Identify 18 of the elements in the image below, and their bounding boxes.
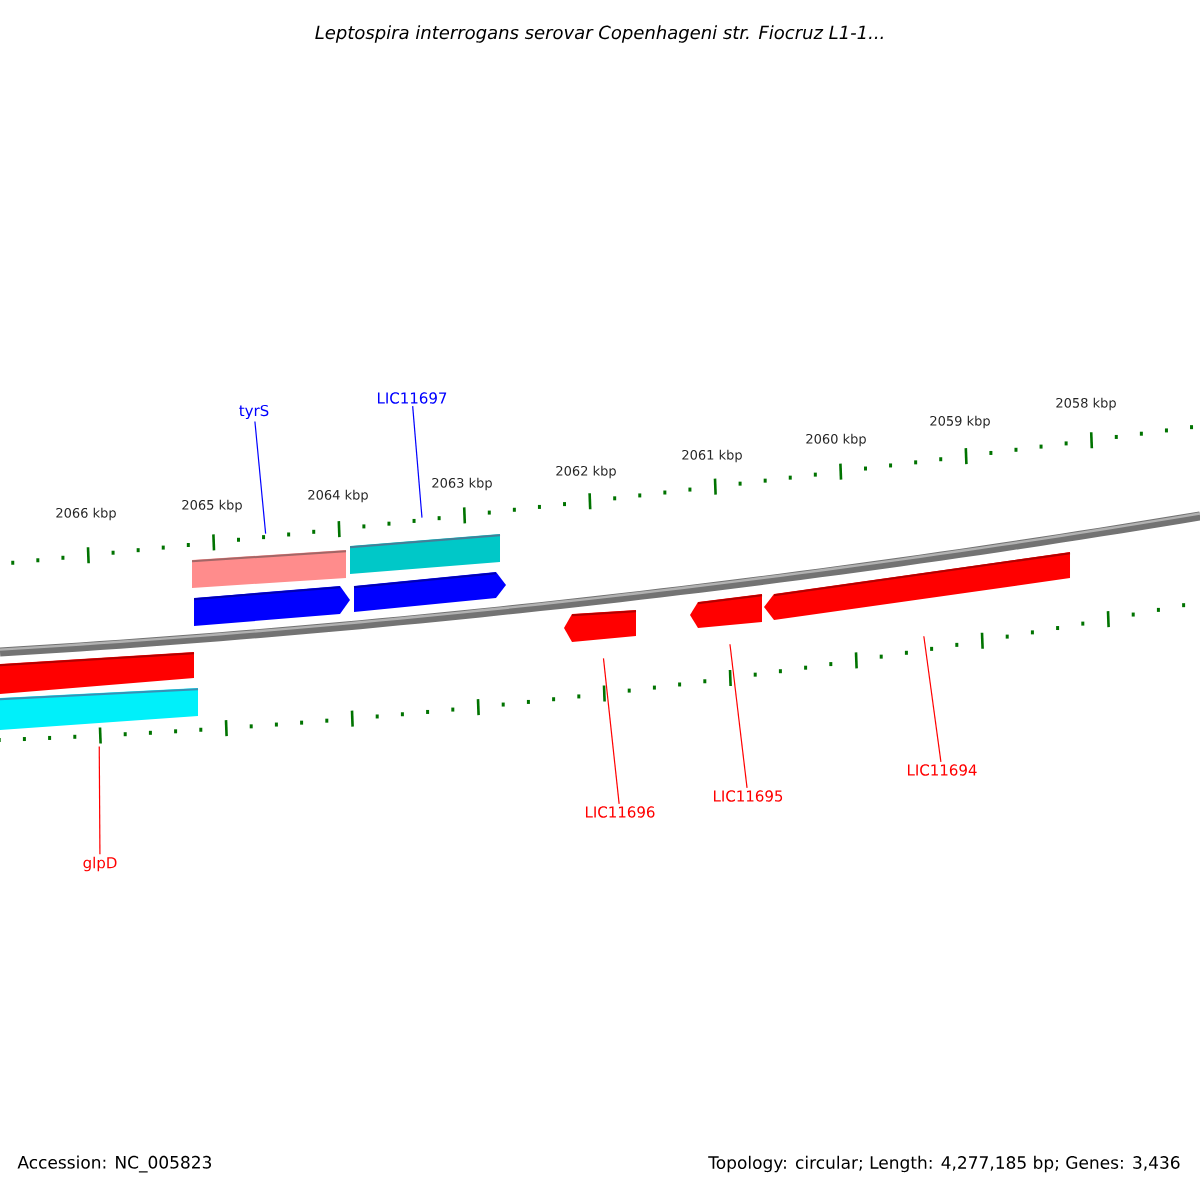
accession-text: Accession: NC_005823 [17, 1155, 211, 1173]
leader-line [254, 420, 267, 535]
genome-info-text: Topology: circular; Length: 4,277,185 bp; Genes: 3,436 [708, 1155, 1180, 1173]
gene-feature [764, 552, 1071, 620]
gene-feature [349, 534, 501, 574]
leader-line [98, 745, 101, 855]
gene-feature [0, 652, 195, 694]
title: Leptospira interrogans serovar Copenhageni str. Fiocruz L1-1... [315, 25, 883, 43]
gene-feature [353, 572, 506, 612]
leader-line [602, 657, 620, 805]
gene-feature [193, 586, 350, 626]
leader-line [923, 635, 942, 763]
leader-line [729, 643, 748, 789]
gene-feature [690, 594, 763, 628]
gene-feature [191, 550, 347, 588]
gene-feature [0, 688, 199, 730]
leader-line [412, 405, 423, 519]
gene-feature [564, 610, 637, 642]
